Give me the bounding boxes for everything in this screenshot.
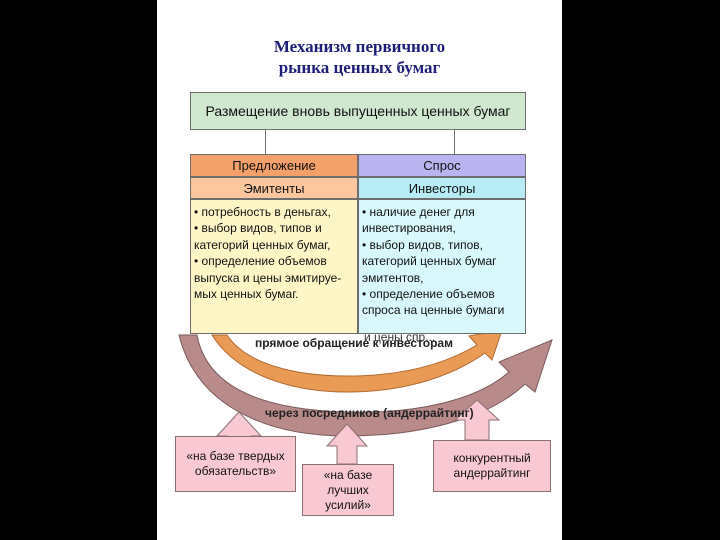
slide: Механизм первичного рынка ценных бумаг Р… xyxy=(157,0,562,540)
offer-header: Предложение xyxy=(190,154,358,177)
connector-left xyxy=(265,130,266,154)
intermediary-label: через посредников (андеррайтинг) xyxy=(265,406,474,420)
competitive-up-arrow xyxy=(453,399,501,441)
title-line-1: Механизм первичного xyxy=(273,37,446,56)
demand-header: Спрос xyxy=(358,154,526,177)
investors-header: Инвесторы xyxy=(358,177,526,199)
direct-label: прямое обращение к инвесторам xyxy=(255,336,453,350)
list-item: • выбор видов, типов и категорий ценных … xyxy=(194,221,331,252)
placement-box: Размещение вновь выпущенных ценных бумаг xyxy=(190,92,526,130)
best-up-arrow xyxy=(325,423,369,465)
best-efforts-box: «на базе лучших усилий» xyxy=(302,464,394,516)
slide-title: Механизм первичного рынка ценных бумаг xyxy=(157,36,562,78)
investor-overflow-text: и цены спр... xyxy=(364,330,436,344)
direct-arrow xyxy=(211,329,503,393)
list-item: • потребность в деньгах, xyxy=(194,205,331,219)
list-item: • определение объемов спроса на ценные б… xyxy=(362,287,505,318)
list-item: • наличие денег для инвестирования, xyxy=(362,205,475,236)
title-line-2: рынка ценных бумаг xyxy=(278,58,441,77)
intermediary-arrow xyxy=(178,334,553,437)
competitive-box: конкурентный андеррайтинг xyxy=(433,440,551,492)
list-item: • выбор видов, типов, категорий ценных б… xyxy=(362,237,497,285)
investor-list: • наличие денег для инвестирования, • вы… xyxy=(358,199,526,334)
emitters-header: Эмитенты xyxy=(190,177,358,199)
list-item: • определение объемов выпуска и цены эми… xyxy=(194,254,342,302)
flow-arrows xyxy=(178,329,553,465)
connector-right xyxy=(454,130,455,154)
emitter-list: • потребность в деньгах, • выбор видов, … xyxy=(190,199,358,334)
firm-commitment-box: «на базе твердых обязательств» xyxy=(175,436,296,492)
